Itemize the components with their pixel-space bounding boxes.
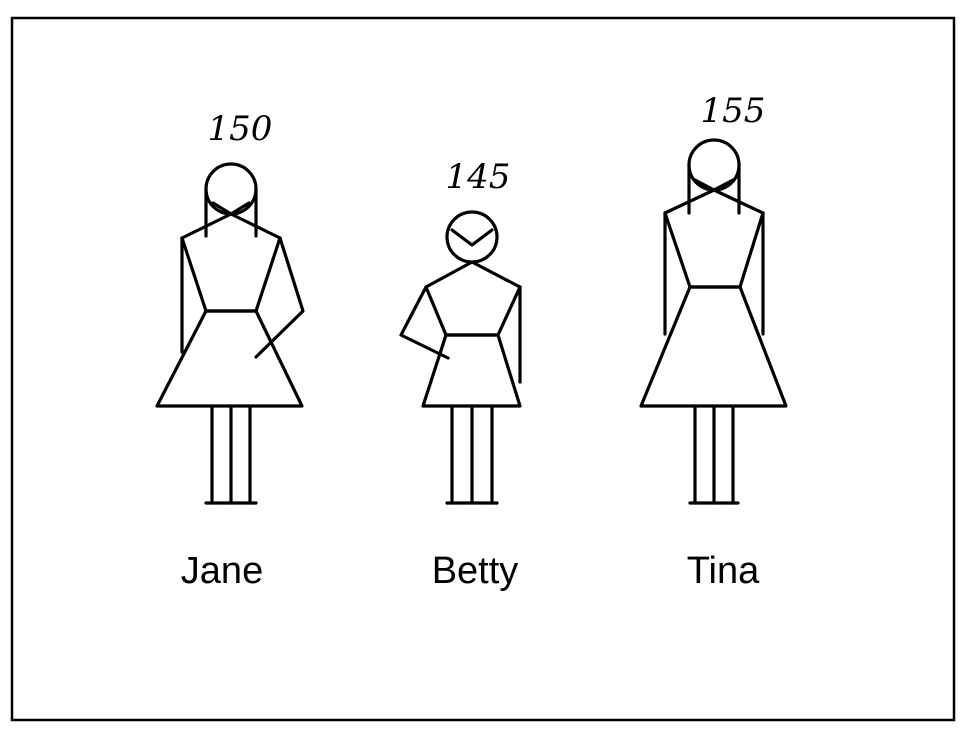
- stick-figure-tina: [639, 138, 788, 505]
- stick-figure-betty: [399, 210, 522, 505]
- height-label-jane: 150: [208, 109, 273, 149]
- name-label-jane: Jane: [181, 550, 263, 592]
- figure-jane: 150 Jane: [155, 109, 305, 592]
- figure-betty: 145 Betty: [399, 157, 522, 592]
- name-label-betty: Betty: [432, 550, 519, 592]
- height-label-betty: 145: [446, 157, 511, 197]
- name-label-tina: Tina: [687, 550, 760, 592]
- stick-figure-jane: [155, 162, 305, 505]
- diagram-border: [10, 16, 956, 722]
- height-label-tina: 155: [701, 91, 766, 131]
- figure-tina: 155 Tina: [639, 91, 788, 592]
